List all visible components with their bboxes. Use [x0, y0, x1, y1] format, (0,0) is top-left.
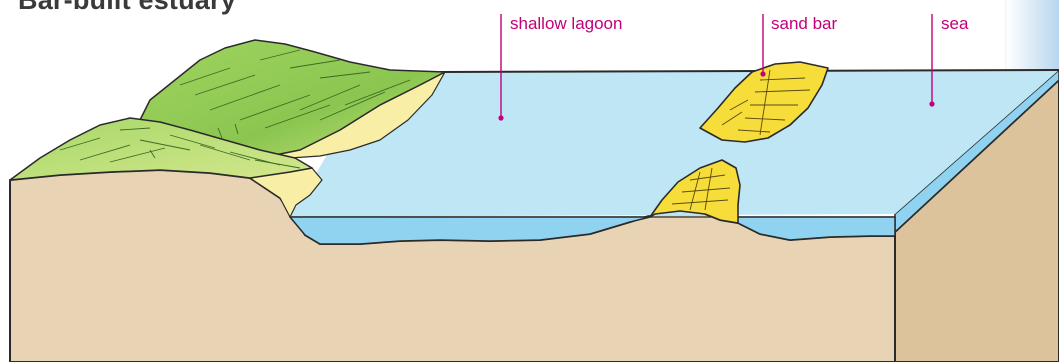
shallow-lagoon-dot	[498, 115, 503, 120]
label-sand-bar: sand bar	[771, 14, 837, 34]
sand-bar-dot	[760, 71, 765, 76]
diagram-title: Bar-built estuary	[18, 0, 236, 16]
label-shallow-lagoon: shallow lagoon	[510, 14, 622, 34]
label-sea: sea	[941, 14, 968, 34]
sea-dot	[929, 101, 934, 106]
